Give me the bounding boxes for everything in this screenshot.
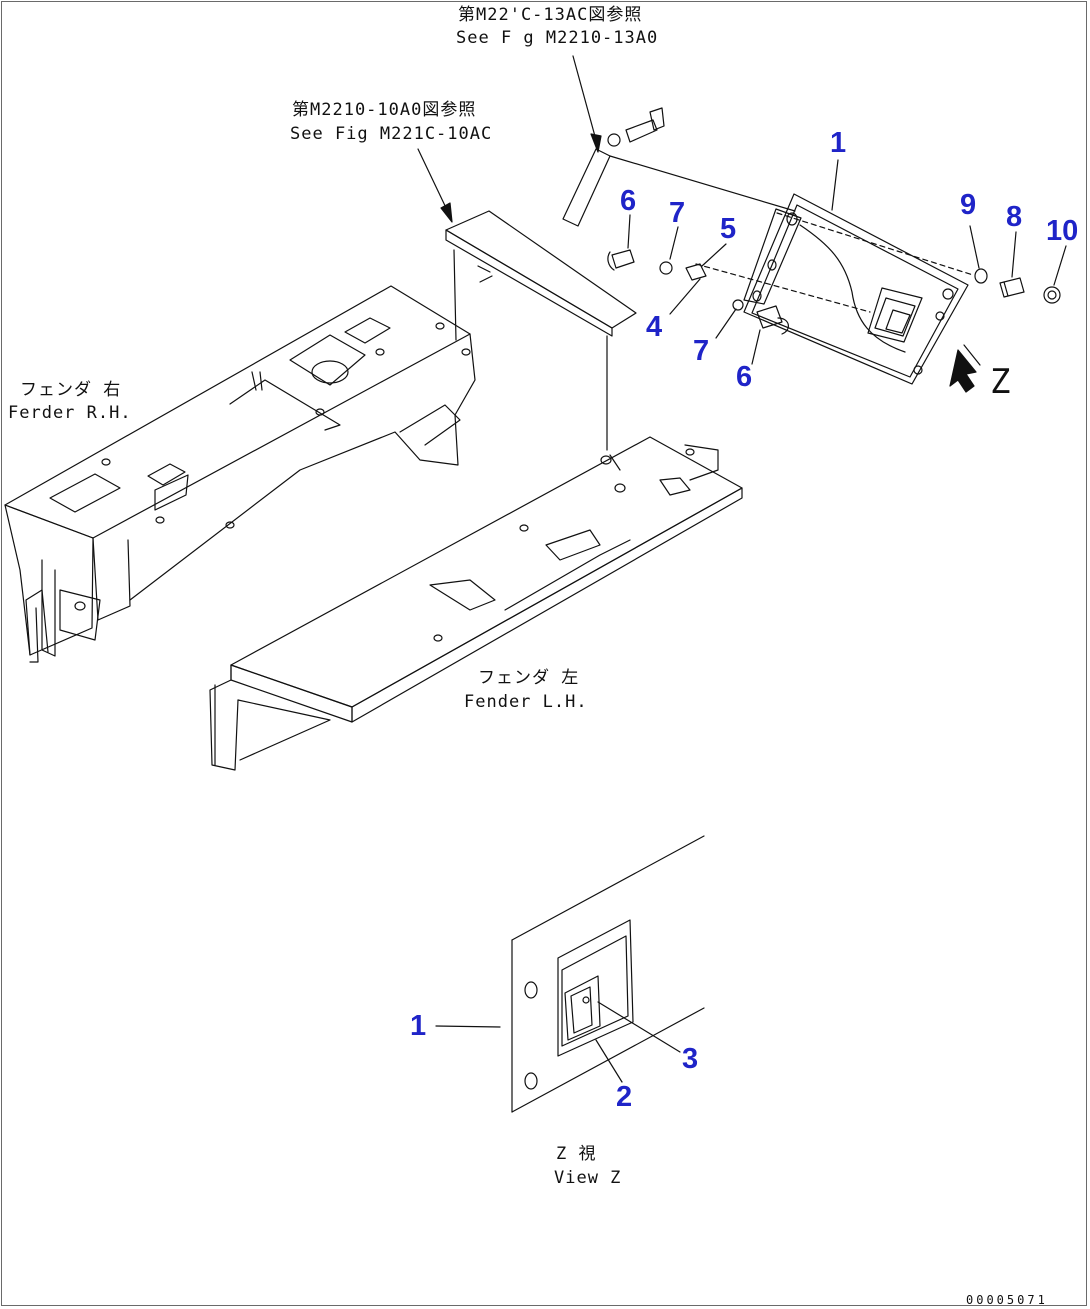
reference-top-en: See F g M2210-13A0 <box>456 28 659 48</box>
callout-6a: 6 <box>620 185 637 217</box>
cross-member <box>446 211 636 450</box>
callout-3: 3 <box>682 1043 699 1075</box>
callout-9: 9 <box>960 189 977 221</box>
callout-4: 4 <box>646 311 663 343</box>
callout-7b: 7 <box>693 335 710 367</box>
view-arrow <box>950 345 980 392</box>
callout-2: 2 <box>616 1081 633 1113</box>
fender-rh-en: Ferder R.H. <box>8 403 132 423</box>
fender-lh <box>210 437 742 770</box>
reference-mid-jp: 第M2210-10A0図参照 <box>292 100 477 120</box>
view-caption-en: View Z <box>554 1168 622 1188</box>
callout-6b: 6 <box>736 361 753 393</box>
fender-rh <box>5 286 475 662</box>
callout-5: 5 <box>720 213 737 245</box>
fender-lh-en: Fender L.H. <box>464 692 588 712</box>
callout-10: 10 <box>1046 215 1079 247</box>
cover-plate <box>744 194 968 384</box>
fender-rh-jp: フェンダ 右 <box>20 380 122 400</box>
callout-1: 1 <box>830 127 847 159</box>
callout-7a: 7 <box>669 197 686 229</box>
view-caption-jp: Z 視 <box>556 1144 597 1164</box>
reference-top-jp: 第M22'C-13AC図参照 <box>458 5 643 25</box>
view-z-detail <box>436 836 704 1112</box>
callout-leaders <box>628 160 1066 364</box>
reference-mid-en: See Fig M221C-10AC <box>290 124 493 144</box>
view-arrow-letter: Z <box>990 362 1012 402</box>
fender-lh-jp: フェンダ 左 <box>478 668 580 688</box>
callout-8: 8 <box>1006 201 1023 233</box>
drawing-code: 00005071 <box>966 1293 1048 1307</box>
callout-1-view: 1 <box>410 1010 427 1042</box>
reference-leaders <box>418 56 601 222</box>
bracket-and-bolts <box>563 108 1060 334</box>
